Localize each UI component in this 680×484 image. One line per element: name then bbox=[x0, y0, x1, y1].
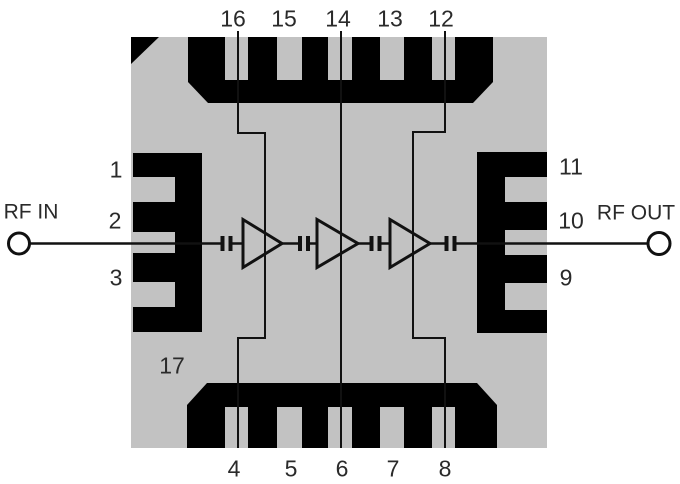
capacitor-plate bbox=[306, 236, 310, 251]
capacitor-plate bbox=[377, 236, 382, 251]
pad-slot bbox=[225, 407, 248, 448]
capacitor-plate bbox=[369, 236, 374, 251]
rf-out-label: RF OUT bbox=[596, 201, 676, 225]
pad-slot bbox=[432, 37, 455, 80]
pad-slot bbox=[505, 177, 547, 202]
pin-label-6: 6 bbox=[335, 455, 349, 482]
pad-slot bbox=[277, 407, 302, 448]
pin-label-13: 13 bbox=[377, 5, 403, 32]
pad-slot bbox=[133, 177, 175, 202]
pin-label-17: 17 bbox=[159, 352, 185, 379]
pin-label-15: 15 bbox=[271, 5, 297, 32]
rf-in-label: RF IN bbox=[3, 200, 59, 224]
capacitor-plate bbox=[298, 236, 302, 251]
pad-slot bbox=[133, 282, 175, 307]
pin-label-16: 16 bbox=[220, 5, 246, 32]
pin-label-1: 1 bbox=[109, 156, 123, 183]
capacitor-plate bbox=[452, 236, 457, 251]
pad-slot bbox=[380, 37, 404, 80]
bias-wire-pins-16-4 bbox=[237, 31, 266, 448]
pin-label-7: 7 bbox=[386, 455, 400, 482]
corner-notch-icon bbox=[131, 37, 159, 64]
pad-slot bbox=[505, 283, 547, 310]
rf-out-port-icon bbox=[646, 231, 672, 256]
pin-label-10: 10 bbox=[558, 207, 584, 234]
amplifier-stages bbox=[241, 216, 433, 271]
bias-wires bbox=[237, 31, 446, 448]
dc-block-capacitors bbox=[220, 236, 457, 251]
amplifier-stage-3-icon bbox=[388, 216, 433, 271]
capacitor-plate bbox=[228, 236, 233, 251]
pin-label-9: 9 bbox=[559, 264, 573, 291]
pin-label-14: 14 bbox=[325, 5, 351, 32]
pin-label-8: 8 bbox=[438, 455, 452, 482]
pin-label-12: 12 bbox=[428, 5, 454, 32]
pad-slot bbox=[380, 407, 404, 448]
pad-slot bbox=[432, 407, 455, 448]
pad-slot bbox=[225, 37, 248, 80]
amplifier-stage-2-icon bbox=[315, 216, 361, 271]
capacitor-plate bbox=[444, 236, 449, 251]
pin-label-2: 2 bbox=[108, 207, 122, 234]
pin-label-4: 4 bbox=[227, 455, 241, 482]
rf-in-port-icon bbox=[7, 231, 31, 256]
left-pad-slots bbox=[133, 177, 175, 307]
pin-label-3: 3 bbox=[109, 264, 123, 291]
pin-label-5: 5 bbox=[284, 455, 298, 482]
capacitor-plate bbox=[220, 236, 225, 251]
bias-wire-pins-12-8 bbox=[412, 31, 446, 448]
pin-label-11: 11 bbox=[559, 153, 583, 180]
amplifier-stage-1-icon bbox=[241, 216, 285, 271]
pad-slot bbox=[277, 37, 302, 80]
